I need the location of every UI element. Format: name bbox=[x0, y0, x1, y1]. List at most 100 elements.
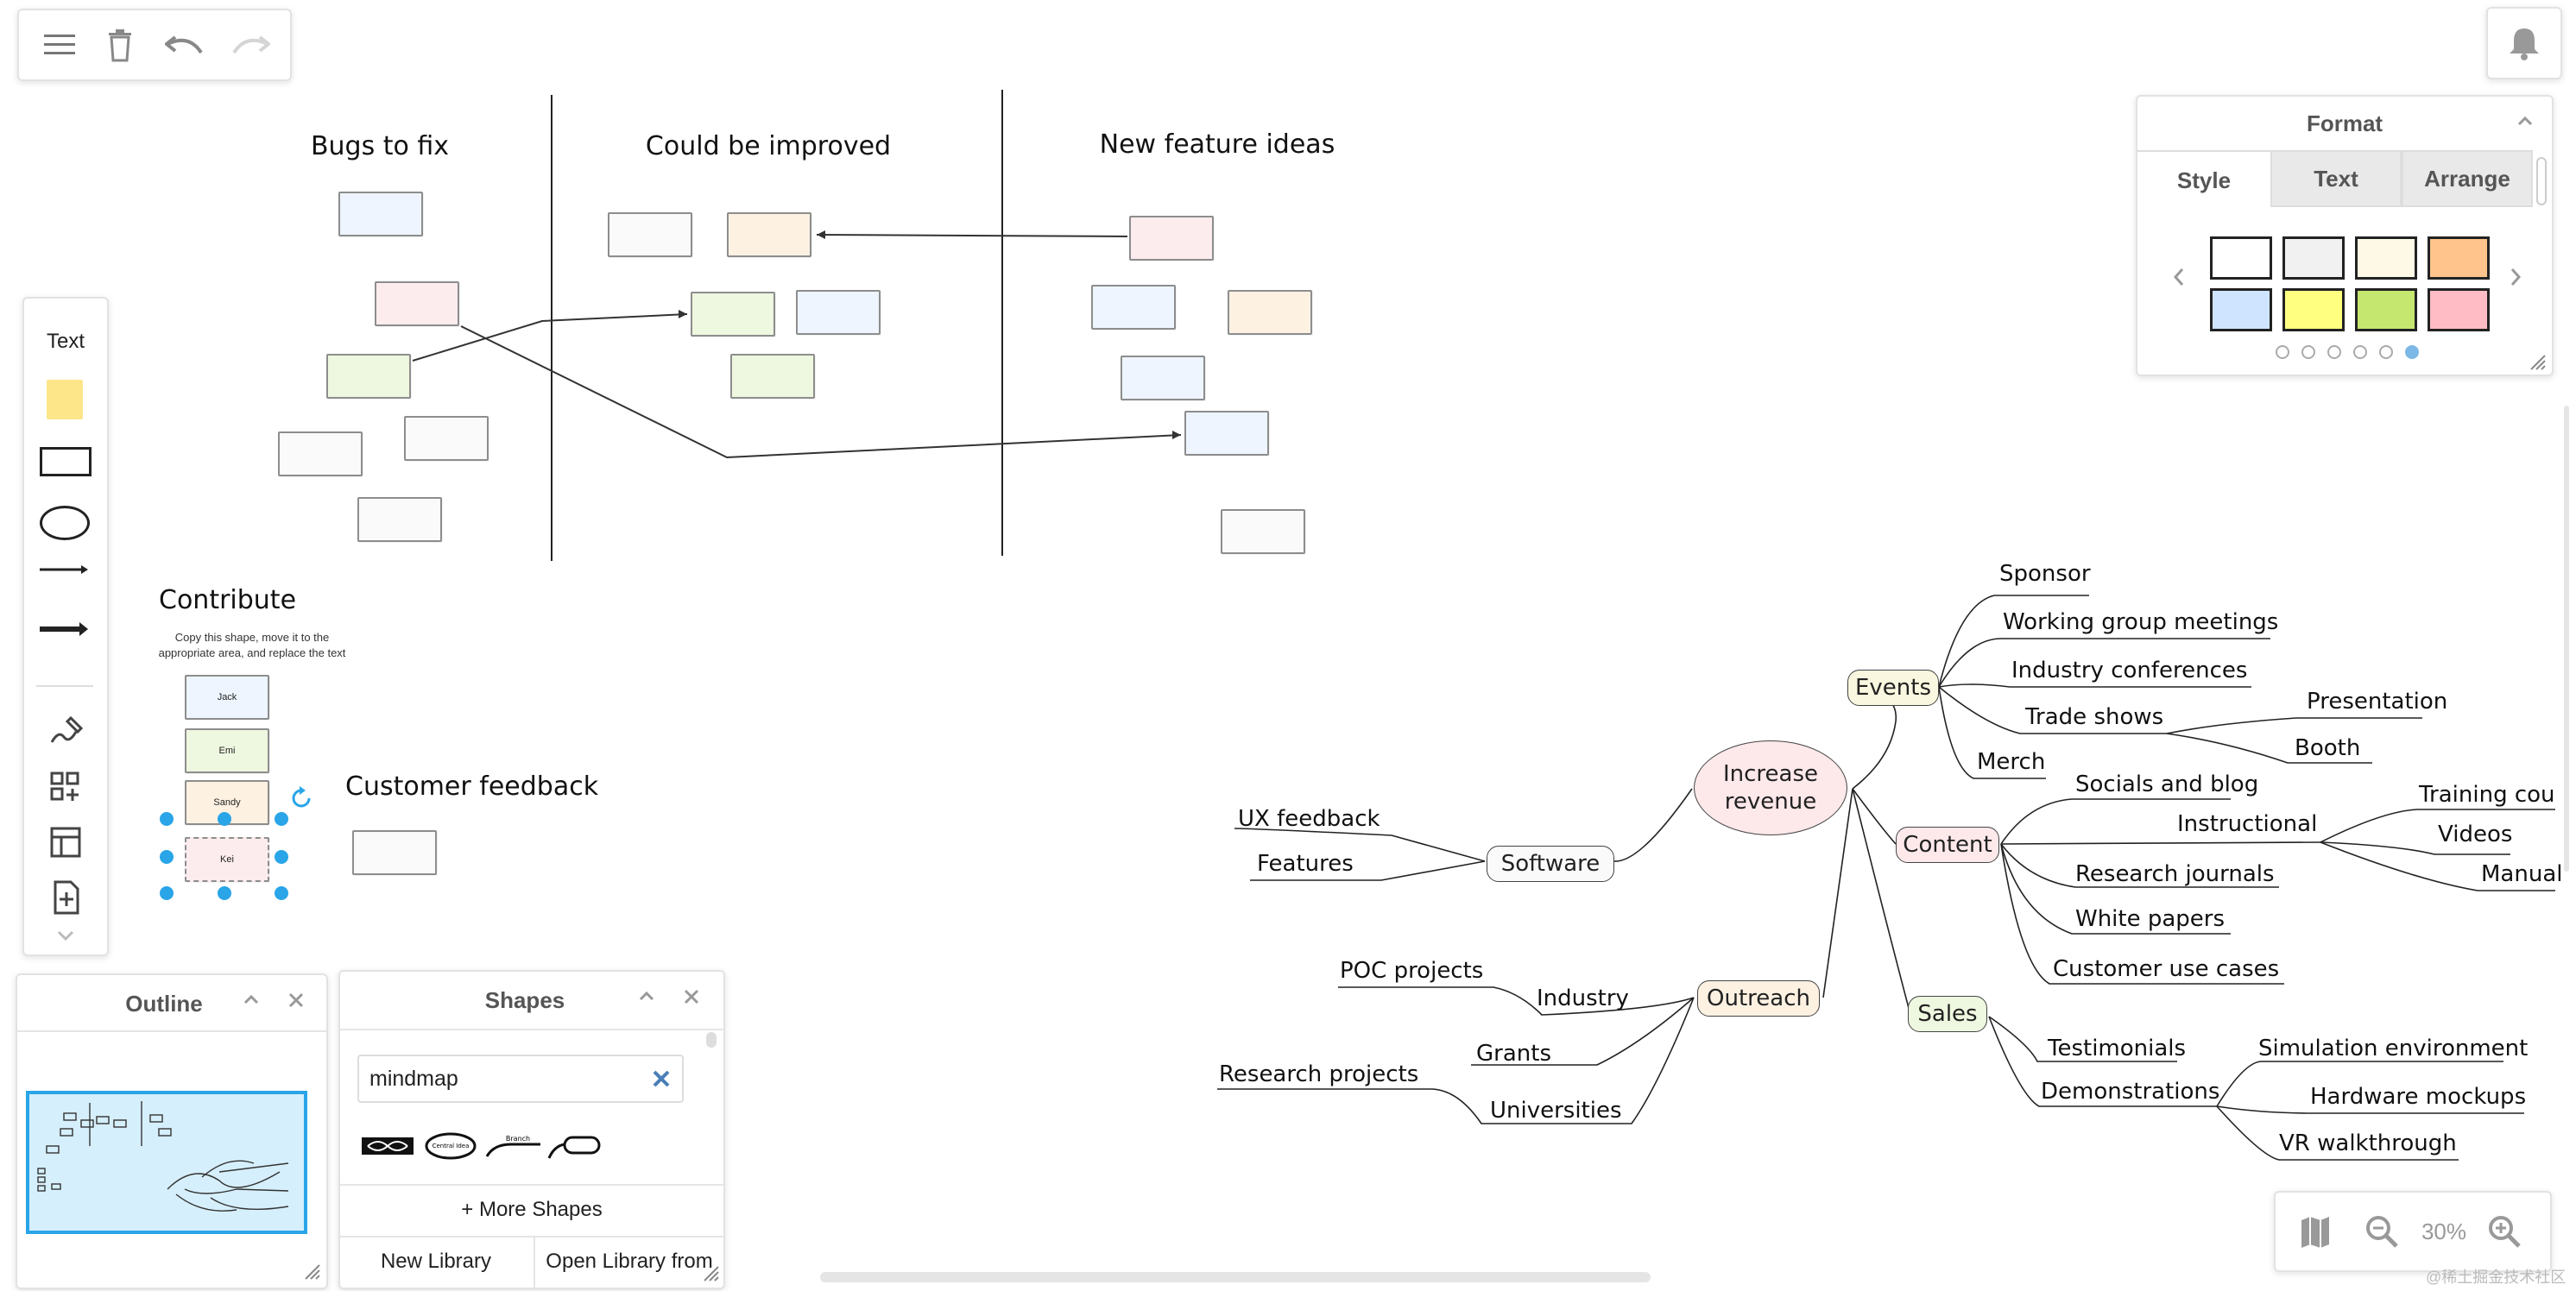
mindmap-item[interactable]: Trade shows bbox=[2025, 704, 2164, 730]
mindmap-center[interactable]: Increase revenue bbox=[1694, 740, 1847, 835]
mindmap-item[interactable]: Universities bbox=[1490, 1098, 1622, 1124]
mindmap-item[interactable]: Socials and blog bbox=[2075, 771, 2259, 797]
sticky-note[interactable] bbox=[326, 354, 411, 399]
contribute-instructions[interactable]: Copy this shape, move it to the appropri… bbox=[129, 630, 375, 661]
mindmap-shape-result[interactable] bbox=[361, 1136, 414, 1156]
resize-handle-icon[interactable] bbox=[302, 1262, 321, 1281]
mindmap-item[interactable]: Research journals bbox=[2075, 861, 2275, 887]
mindmap-item[interactable]: Simulation environment bbox=[2258, 1036, 2529, 1061]
rectangle-tool[interactable] bbox=[40, 447, 92, 476]
mindmap-item[interactable]: Sponsor bbox=[1999, 561, 2091, 587]
clear-search-icon[interactable] bbox=[651, 1068, 672, 1089]
contribute-title[interactable]: Contribute bbox=[159, 585, 297, 615]
selection-handle[interactable] bbox=[160, 850, 174, 864]
mindmap-item[interactable]: Hardware mockups bbox=[2310, 1084, 2527, 1110]
shapes-scrollbar[interactable] bbox=[706, 1032, 717, 1048]
collapse-icon[interactable] bbox=[2514, 112, 2536, 129]
sticky-note[interactable] bbox=[1184, 411, 1269, 456]
map-icon[interactable] bbox=[2298, 1213, 2333, 1250]
sticky-note[interactable] bbox=[1221, 509, 1305, 554]
hamburger-icon[interactable] bbox=[38, 26, 81, 64]
undo-icon[interactable] bbox=[159, 24, 211, 66]
mindmap-item[interactable]: Manual bbox=[2481, 861, 2563, 887]
contributor-card-kei[interactable]: Kei bbox=[185, 837, 269, 882]
selection-handle[interactable] bbox=[275, 850, 288, 864]
style-swatch[interactable] bbox=[2282, 288, 2345, 331]
mindmap-item[interactable]: Working group meetings bbox=[2003, 609, 2279, 635]
mindmap-item[interactable]: White papers bbox=[2075, 906, 2226, 932]
arrow-tool[interactable] bbox=[38, 620, 90, 639]
collapse-icon[interactable] bbox=[240, 989, 262, 1010]
subtopic-shape-result[interactable] bbox=[547, 1132, 603, 1160]
selection-handle[interactable] bbox=[218, 886, 231, 900]
pager-dot[interactable] bbox=[2276, 345, 2289, 359]
mindmap-item[interactable]: UX feedback bbox=[1238, 806, 1380, 832]
mindmap-item[interactable]: Presentation bbox=[2307, 689, 2448, 715]
insert-shapes-icon[interactable] bbox=[47, 768, 85, 806]
sticky-note[interactable] bbox=[691, 292, 775, 337]
mindmap-item[interactable]: Grants bbox=[1476, 1041, 1551, 1067]
text-tool[interactable]: Text bbox=[46, 330, 85, 353]
mindmap-item[interactable]: Videos bbox=[2438, 822, 2513, 847]
close-icon[interactable] bbox=[680, 986, 703, 1008]
selection-handle[interactable] bbox=[218, 812, 231, 826]
mindmap-branch-outreach[interactable]: Outreach bbox=[1697, 980, 1820, 1017]
format-scrollbar[interactable] bbox=[2536, 157, 2547, 205]
trash-icon[interactable] bbox=[98, 24, 142, 66]
sticky-note[interactable] bbox=[796, 290, 881, 335]
branch-shape-result[interactable]: Branch bbox=[485, 1132, 542, 1160]
style-swatch[interactable] bbox=[2210, 236, 2272, 280]
customer-feedback-title[interactable]: Customer feedback bbox=[345, 771, 599, 802]
pager-dot[interactable] bbox=[2353, 345, 2367, 359]
selection-handle[interactable] bbox=[275, 886, 288, 900]
mindmap-item[interactable]: Features bbox=[1257, 851, 1354, 877]
redo-icon[interactable] bbox=[224, 24, 276, 66]
mindmap-item[interactable]: Demonstrations bbox=[2041, 1079, 2220, 1105]
column-title-improved[interactable]: Could be improved bbox=[645, 131, 892, 161]
column-title-bugs[interactable]: Bugs to fix bbox=[310, 131, 450, 161]
selection-handle[interactable] bbox=[160, 886, 174, 900]
zoom-level[interactable]: 30% bbox=[2421, 1219, 2467, 1244]
style-swatch[interactable] bbox=[2282, 236, 2345, 280]
sticky-note[interactable] bbox=[727, 212, 811, 257]
sticky-note[interactable] bbox=[1129, 216, 1214, 261]
tab-arrange[interactable]: Arrange bbox=[2402, 150, 2533, 207]
add-page-icon[interactable] bbox=[47, 879, 85, 916]
mindmap-item[interactable]: Merch bbox=[1977, 749, 2046, 775]
style-swatch[interactable] bbox=[2355, 236, 2417, 280]
contributor-card-jack[interactable]: Jack bbox=[185, 675, 269, 720]
chevron-left-icon[interactable] bbox=[2169, 264, 2189, 290]
line-tool[interactable] bbox=[38, 561, 90, 578]
close-icon[interactable] bbox=[285, 989, 307, 1011]
ellipse-tool[interactable] bbox=[40, 506, 90, 540]
table-icon[interactable] bbox=[47, 823, 85, 861]
sticky-note[interactable] bbox=[1121, 356, 1205, 400]
mindmap-item[interactable]: POC projects bbox=[1340, 958, 1484, 984]
chevron-right-icon[interactable] bbox=[2505, 264, 2526, 290]
resize-handle-icon[interactable] bbox=[2528, 352, 2547, 371]
mindmap-item[interactable]: Booth bbox=[2295, 735, 2361, 761]
new-library-button[interactable]: New Library bbox=[380, 1250, 492, 1273]
sticky-note[interactable] bbox=[278, 431, 363, 476]
mindmap-item[interactable]: Industry conferences bbox=[2011, 658, 2248, 683]
mindmap-item[interactable]: Customer use cases bbox=[2053, 956, 2280, 982]
rotate-handle-icon[interactable] bbox=[288, 785, 314, 811]
mindmap-item[interactable]: Testimonials bbox=[2048, 1036, 2187, 1061]
chevron-down-icon[interactable] bbox=[52, 927, 79, 944]
collapse-icon[interactable] bbox=[635, 986, 658, 1006]
mindmap-item[interactable]: Training cou bbox=[2419, 782, 2555, 808]
sticky-note[interactable] bbox=[338, 192, 423, 236]
open-library-button[interactable]: Open Library from bbox=[546, 1250, 713, 1273]
mindmap-branch-sales[interactable]: Sales bbox=[1908, 996, 1987, 1032]
tab-style[interactable]: Style bbox=[2137, 150, 2270, 209]
style-swatch[interactable] bbox=[2355, 288, 2417, 331]
zoom-in-icon[interactable] bbox=[2486, 1213, 2522, 1250]
sticky-note[interactable] bbox=[1228, 290, 1312, 335]
pager-dot[interactable] bbox=[2379, 345, 2393, 359]
outline-viewport[interactable] bbox=[26, 1091, 307, 1234]
horizontal-scrollbar[interactable] bbox=[820, 1272, 1651, 1282]
shapes-search-input[interactable]: mindmap bbox=[357, 1055, 684, 1103]
style-swatch[interactable] bbox=[2428, 236, 2490, 280]
central-idea-shape-result[interactable]: Central Idea bbox=[425, 1132, 477, 1160]
contributor-card-emi[interactable]: Emi bbox=[185, 728, 269, 773]
